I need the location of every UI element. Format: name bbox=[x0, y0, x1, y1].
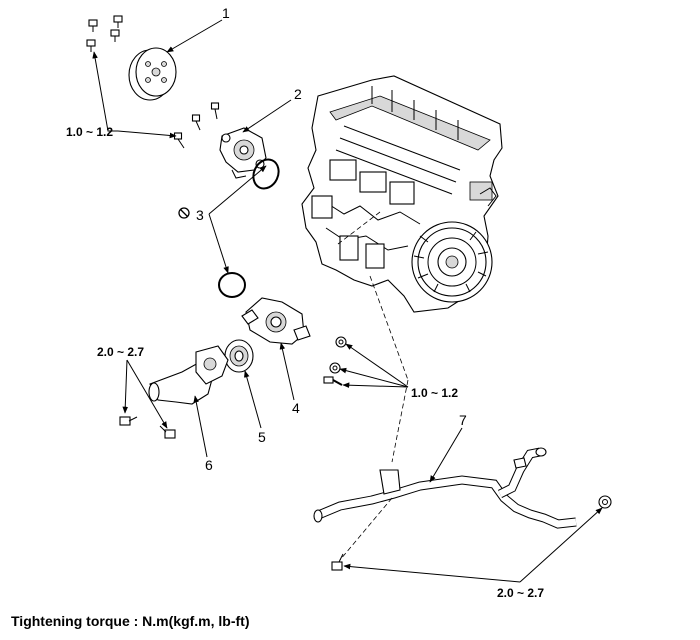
callout-6: 6 bbox=[205, 457, 213, 473]
pulley-bolts bbox=[86, 15, 123, 52]
pump-bolts bbox=[173, 102, 220, 149]
torque-label-housing: 1.0 ~ 1.2 bbox=[411, 386, 458, 400]
assembly-lines bbox=[337, 211, 409, 561]
callout-4: 4 bbox=[292, 400, 300, 416]
callout-1: 1 bbox=[222, 5, 230, 21]
leader-lines bbox=[92, 19, 603, 583]
callout-5: 5 bbox=[258, 429, 266, 445]
pipe-bolts bbox=[331, 495, 612, 571]
water-pump-pulley bbox=[128, 47, 177, 101]
gasket-o-rings bbox=[218, 158, 280, 298]
callout-3: 3 bbox=[196, 207, 204, 223]
water-inlet-fitting bbox=[148, 345, 229, 405]
callout-7: 7 bbox=[459, 412, 467, 428]
callout-2: 2 bbox=[294, 86, 302, 102]
torque-label-pump: 1.0 ~ 1.2 bbox=[66, 125, 113, 139]
engine-block bbox=[301, 75, 503, 313]
thermostat bbox=[224, 339, 254, 373]
water-pump bbox=[219, 127, 267, 179]
housing-bolts bbox=[323, 336, 347, 386]
circle-slash-icon bbox=[178, 207, 190, 219]
torque-label-pipe: 2.0 ~ 2.7 bbox=[497, 586, 544, 600]
torque-units-caption: Tightening torque : N.m(kgf.m, lb-ft) bbox=[11, 613, 250, 629]
thermostat-housing bbox=[241, 297, 311, 345]
inlet-bolts bbox=[119, 416, 176, 439]
torque-label-inlet: 2.0 ~ 2.7 bbox=[97, 345, 144, 359]
water-pipe bbox=[313, 447, 577, 529]
